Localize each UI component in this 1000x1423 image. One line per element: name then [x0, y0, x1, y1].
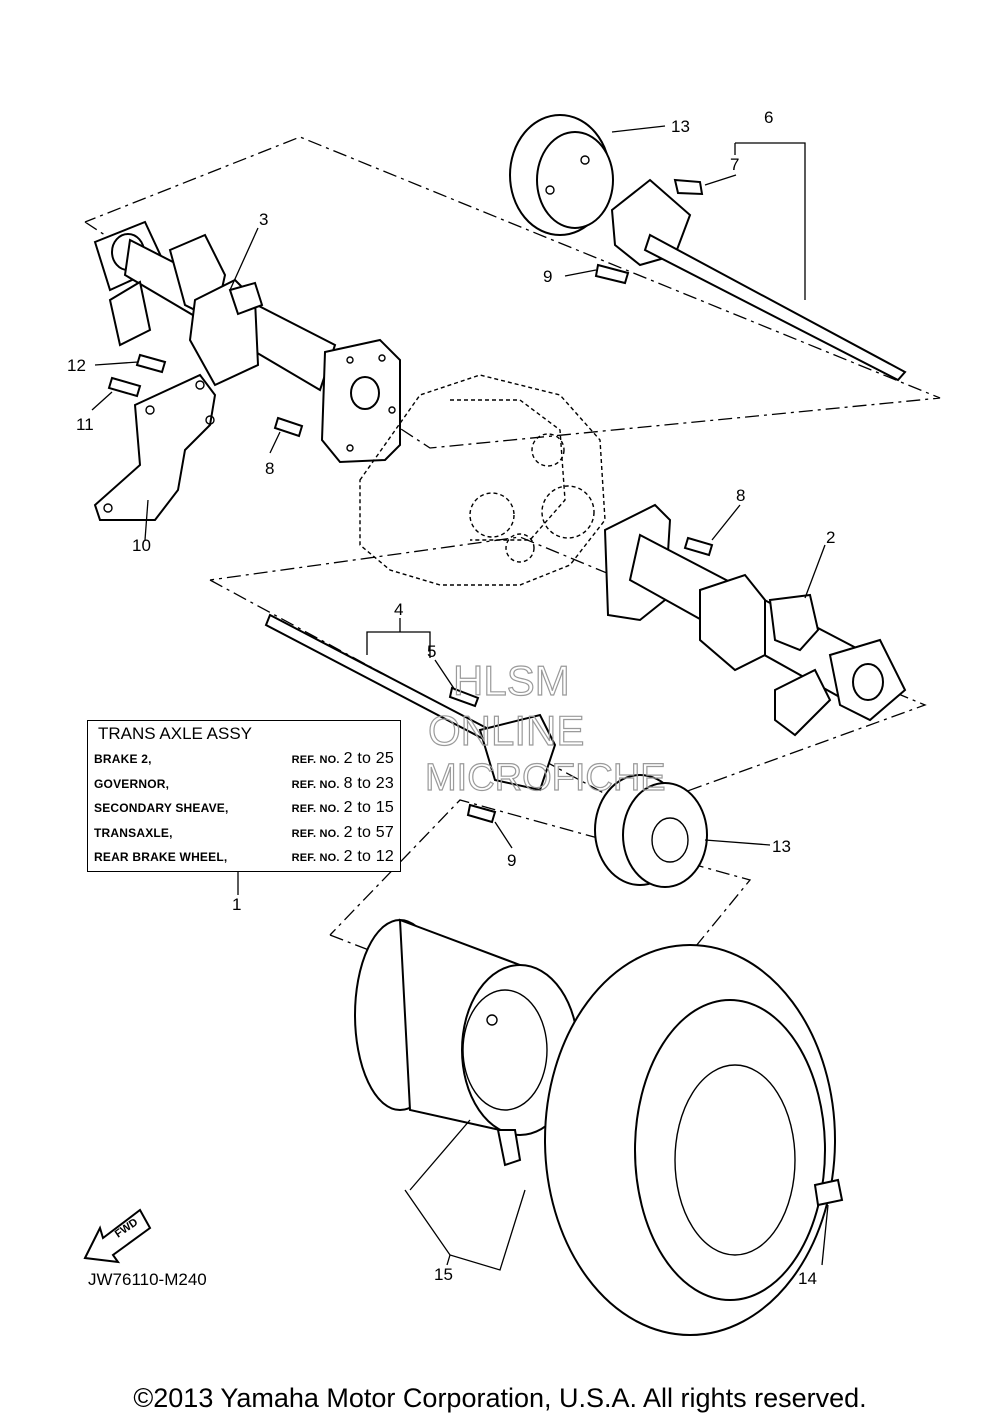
- info-row: REAR BRAKE WHEEL, REF. NO.2 to 12: [94, 848, 394, 873]
- watermark-line-2: ONLINE: [428, 707, 584, 754]
- leader-lines: [91, 125, 829, 1271]
- callout-7: 7: [730, 155, 739, 174]
- info-row-ref-label: REF. NO.: [291, 778, 340, 791]
- brake-drum-bottom: [594, 774, 708, 888]
- lower-axle-shaft: [264, 613, 557, 824]
- callout-13-top: 13: [671, 117, 690, 136]
- callout-1: 1: [232, 895, 241, 914]
- info-row-ref-label: REF. NO.: [291, 803, 340, 815]
- callout-6: 6: [764, 108, 773, 127]
- callout-15: 15: [434, 1265, 453, 1284]
- wheel-rim: [354, 918, 579, 1136]
- small-fasteners: [107, 353, 844, 1207]
- copyright-notice: ©2013 Yamaha Motor Corporation, U.S.A. A…: [133, 1383, 867, 1413]
- callout-13-bottom: 13: [772, 837, 791, 856]
- callout-10: 10: [132, 536, 151, 555]
- right-axle-housing: [603, 503, 907, 737]
- left-axle-housing: [93, 220, 401, 464]
- info-row-name: SECONDARY SHEAVE,: [94, 801, 229, 815]
- callout-8-right: 8: [736, 486, 745, 505]
- trans-axle-assy-box: TRANS AXLE ASSY BRAKE 2, REF. NO.2 to 25…: [87, 720, 401, 872]
- info-row: GOVERNOR, REF. NO.8 to 23: [94, 775, 394, 800]
- callout-8-left: 8: [265, 459, 274, 478]
- callout-3: 3: [259, 210, 268, 229]
- info-row: TRANSAXLE, REF. NO.2 to 57: [94, 824, 394, 849]
- diagram-code: JW76110-M240: [88, 1270, 207, 1289]
- info-row-range: 2 to 25: [343, 750, 394, 767]
- info-row: BRAKE 2, REF. NO.2 to 25: [94, 750, 394, 775]
- callout-14: 14: [798, 1269, 817, 1288]
- callout-4: 4: [394, 600, 403, 619]
- callout-9-top: 9: [543, 267, 552, 286]
- callout-12: 12: [67, 356, 86, 375]
- watermark: HLSM ONLINE MICROFICHE: [424, 656, 666, 799]
- watermark-line-1: HLSM: [453, 657, 570, 704]
- info-row-name: GOVERNOR,: [94, 776, 170, 791]
- transaxle-case: [359, 374, 606, 586]
- callout-11: 11: [76, 415, 94, 434]
- watermark-line-3: MICROFICHE: [425, 757, 666, 799]
- fwd-arrow-icon: FWD: [83, 1208, 152, 1264]
- brake-drum-top: [509, 114, 907, 382]
- info-row-name: BRAKE 2,: [94, 752, 152, 766]
- info-row-range: 8 to 23: [343, 774, 394, 792]
- info-row-ref-label: REF. NO.: [291, 754, 340, 766]
- callout-5: 5: [427, 642, 436, 661]
- bracket: [93, 373, 217, 521]
- info-row-range: 2 to 57: [343, 823, 394, 841]
- callout-9-bottom: 9: [507, 851, 516, 870]
- info-row: SECONDARY SHEAVE, REF. NO.2 to 15: [94, 799, 394, 824]
- info-row-ref-label: REF. NO.: [291, 827, 340, 840]
- info-row-name: TRANSAXLE,: [94, 825, 173, 840]
- info-row-range: 2 to 12: [343, 848, 394, 865]
- callout-2: 2: [826, 528, 835, 547]
- tire: [544, 944, 836, 1336]
- callout-numbers: 1 2 3 4 5 6 7 8 8 9 9 10 11 12 13 13 14 …: [67, 108, 835, 1288]
- info-box-title: TRANS AXLE ASSY: [98, 724, 253, 743]
- info-row-name: REAR BRAKE WHEEL,: [94, 850, 228, 864]
- info-row-ref-label: REF. NO.: [291, 852, 340, 864]
- info-row-range: 2 to 15: [343, 799, 394, 816]
